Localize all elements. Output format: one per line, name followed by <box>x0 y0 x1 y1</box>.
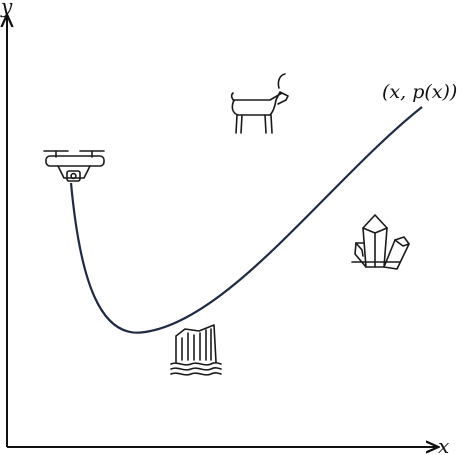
x-axis-label: x <box>438 434 449 455</box>
crystal-icon <box>351 214 410 270</box>
goat-icon <box>230 73 289 134</box>
curve-path <box>69 106 423 334</box>
y-axis-label: y <box>0 0 13 18</box>
drone-icon <box>43 150 105 182</box>
curve-label: (x, p(x)) <box>382 81 457 103</box>
waterfall-icon <box>170 324 222 376</box>
